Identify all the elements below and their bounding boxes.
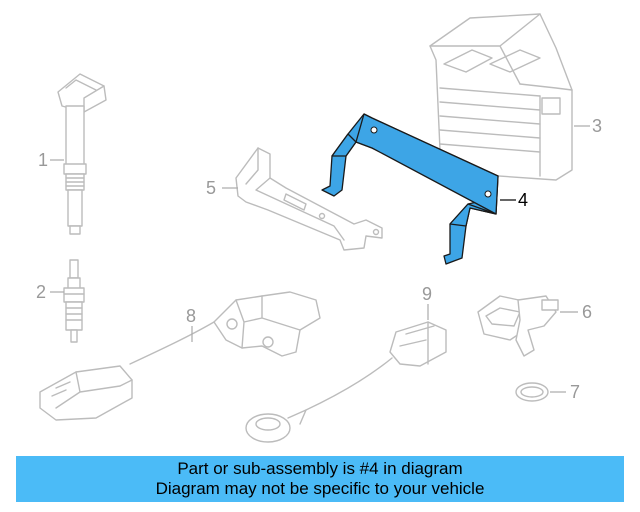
callout-1: 1 <box>38 150 48 170</box>
callout-8: 8 <box>186 306 196 326</box>
parts-diagram: 1 2 3 4 5 <box>36 13 602 443</box>
knock-sensor-part <box>245 321 447 443</box>
disclaimer-banner: Part or sub-assembly is #4 in diagram Di… <box>16 456 624 502</box>
spark-plug-part <box>63 259 85 343</box>
camshaft-sensor-part <box>39 291 321 421</box>
callout-3: 3 <box>592 116 602 136</box>
seal-ring-part <box>515 382 549 402</box>
callout-5: 5 <box>206 178 216 198</box>
callout-7: 7 <box>570 382 580 402</box>
sensor-part <box>477 295 559 357</box>
engine-control-module-part <box>429 13 573 181</box>
bracket-part <box>235 147 383 251</box>
ignition-coil-part <box>57 73 107 235</box>
banner-part-line: Part or sub-assembly is #4 in diagram <box>177 459 463 478</box>
callout-6: 6 <box>582 302 592 322</box>
callout-2: 2 <box>36 282 46 302</box>
mounting-bracket-part <box>321 113 499 265</box>
banner-disclaimer-line: Diagram may not be specific to your vehi… <box>155 479 485 498</box>
callout-4: 4 <box>518 190 528 210</box>
callout-9: 9 <box>422 284 432 304</box>
